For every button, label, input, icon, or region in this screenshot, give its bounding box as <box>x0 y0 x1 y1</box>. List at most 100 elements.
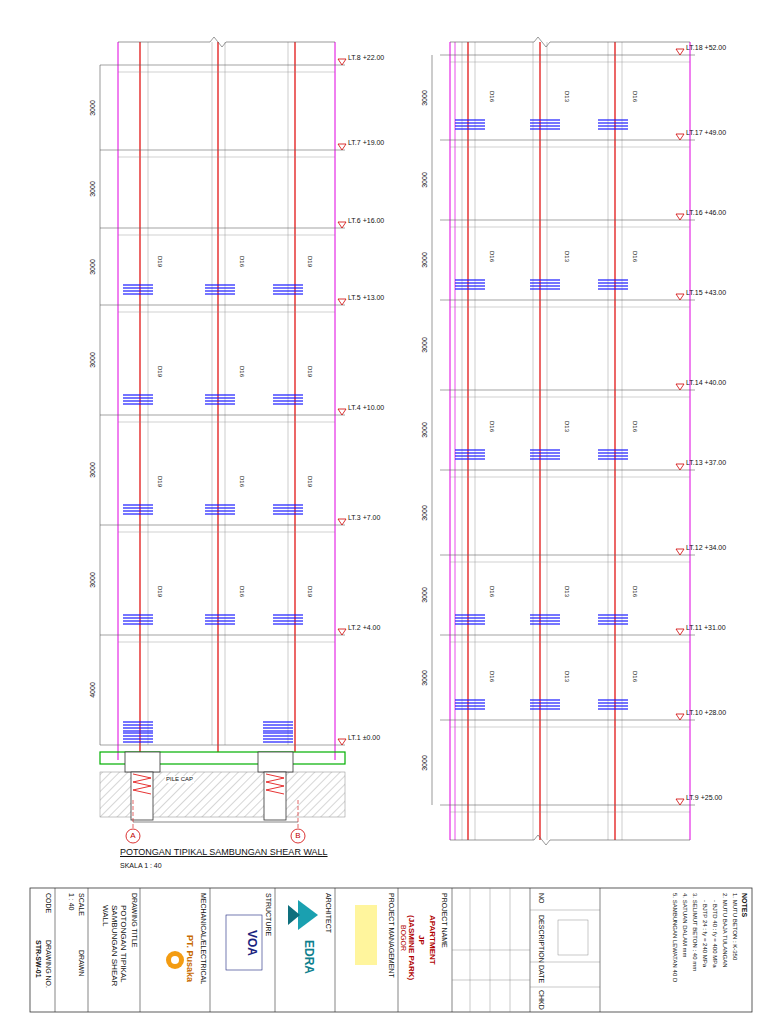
level-label: LT.5 +13.00 <box>348 294 384 302</box>
splice-bars <box>273 615 303 624</box>
splice-bars <box>273 285 303 294</box>
rebar-label: D19 <box>156 365 163 378</box>
title-block-text: BOGOR <box>399 925 407 951</box>
floor-line <box>450 227 690 228</box>
level-marker <box>676 294 684 300</box>
level-label: LT.3 +7.00 <box>348 514 380 522</box>
title-block-text: ARCHITECT <box>324 893 332 933</box>
grid-line <box>212 42 213 745</box>
rebar-label: D16 <box>238 365 245 378</box>
title-block-text: MECHANICAL/ELECTRICAL <box>199 893 207 984</box>
splice-bars <box>455 120 485 129</box>
grid-axis <box>133 800 134 829</box>
level-marker <box>676 214 684 220</box>
title-block-text: PROJECT MANAGEMENT <box>387 893 395 978</box>
dimension-text: 3000 <box>421 336 429 354</box>
floor-line <box>440 300 695 301</box>
floor-line <box>118 72 335 73</box>
level-label: LT.10 +28.00 <box>686 709 726 717</box>
floor-line <box>118 422 335 423</box>
grid-line <box>148 42 149 745</box>
floor-line <box>440 720 695 721</box>
floor-line <box>440 470 695 471</box>
splice-bars <box>123 722 153 731</box>
title-block-text: STR-SW-01 <box>34 940 42 978</box>
splice-bars <box>455 700 485 709</box>
revision-grid <box>452 980 530 981</box>
splice-bars <box>598 280 628 289</box>
floor-line <box>440 55 695 56</box>
level-label: LT.8 +22.00 <box>348 54 384 62</box>
splice-bars <box>273 505 303 514</box>
rebar-label: D19 <box>306 255 313 268</box>
rebar-label: D16 <box>488 420 495 433</box>
level-marker <box>338 409 346 415</box>
floor-line <box>118 532 335 533</box>
title-block-text: STRUCTURE <box>264 893 272 936</box>
splice-bars <box>123 395 153 404</box>
title-block-text: - BJTD 40 : fy = 400 MPa <box>711 900 718 968</box>
floor-line <box>440 555 695 556</box>
right-wall-section <box>432 37 695 845</box>
splice-bars <box>205 505 235 514</box>
splice-bars <box>455 280 485 289</box>
title-block-text: DESCRIPTION <box>537 915 545 963</box>
level-label: LT.14 +40.00 <box>686 379 726 387</box>
rebar-label: D13 <box>563 420 570 433</box>
dimension-text: 3000 <box>89 571 97 589</box>
spiral-rebar <box>266 774 284 794</box>
floor-line <box>450 307 690 308</box>
level-label: LT.18 +52.00 <box>686 44 726 52</box>
rebar-label: D16 <box>631 90 638 103</box>
level-marker <box>676 384 684 390</box>
title-block-text: DRAWING NO. <box>44 940 52 988</box>
cell-divider <box>210 888 211 1012</box>
cell-divider <box>275 888 276 1012</box>
dimension-text: 3000 <box>421 251 429 269</box>
rebar-label: D13 <box>563 670 570 683</box>
dimension-text: 3000 <box>421 586 429 604</box>
dimension-text: 3000 <box>421 171 429 189</box>
rebar-line <box>139 42 140 752</box>
floor-line <box>100 635 345 636</box>
floor-line <box>450 642 690 643</box>
revision-grid <box>530 987 600 988</box>
left-wall-section <box>100 37 346 760</box>
level-marker <box>676 799 684 805</box>
cell-divider <box>398 888 399 1012</box>
floor-line <box>118 157 335 158</box>
splice-bars <box>123 615 153 624</box>
rebar-label: D19 <box>306 585 313 598</box>
splice-bars <box>123 505 153 514</box>
level-label: LT.9 +25.00 <box>686 794 722 802</box>
title-block-text: PROJECT NAME <box>440 893 448 948</box>
level-label: LT.11 +31.00 <box>686 624 726 632</box>
floor-line <box>450 397 690 398</box>
rebar-label: D16 <box>631 420 638 433</box>
title-block-text: 5. SAMBUNGAN LEWATAN 40 D <box>671 893 678 982</box>
floor-line <box>100 415 345 416</box>
cell-divider <box>55 888 56 1012</box>
grid-line <box>288 42 289 745</box>
architect-logo <box>288 905 300 925</box>
level-marker <box>676 464 684 470</box>
level-marker <box>338 299 346 305</box>
title-block-text: POTONGAN TIPIKAL SAMBUNGAN SHEAR WALL <box>100 905 128 1005</box>
grid-label: A <box>130 831 135 840</box>
floor-line <box>100 65 345 66</box>
level-marker <box>676 134 684 140</box>
dimension-text: 3000 <box>421 504 429 522</box>
rebar-label: D13 <box>563 585 570 598</box>
title-block-text: NO <box>537 893 545 904</box>
dimension-text: 3000 <box>89 461 97 479</box>
splice-bars <box>530 280 560 289</box>
dimension-text: 4000 <box>89 681 97 699</box>
level-label: LT.15 +43.00 <box>686 289 726 297</box>
grid-line <box>225 42 226 745</box>
splice-bars <box>263 733 293 742</box>
title-block-text: JP <box>417 935 426 945</box>
floor-line <box>100 525 345 526</box>
level-marker <box>338 222 346 228</box>
dimension-text: 3000 <box>89 99 97 117</box>
title-block-text: APARTMENT <box>428 915 437 965</box>
